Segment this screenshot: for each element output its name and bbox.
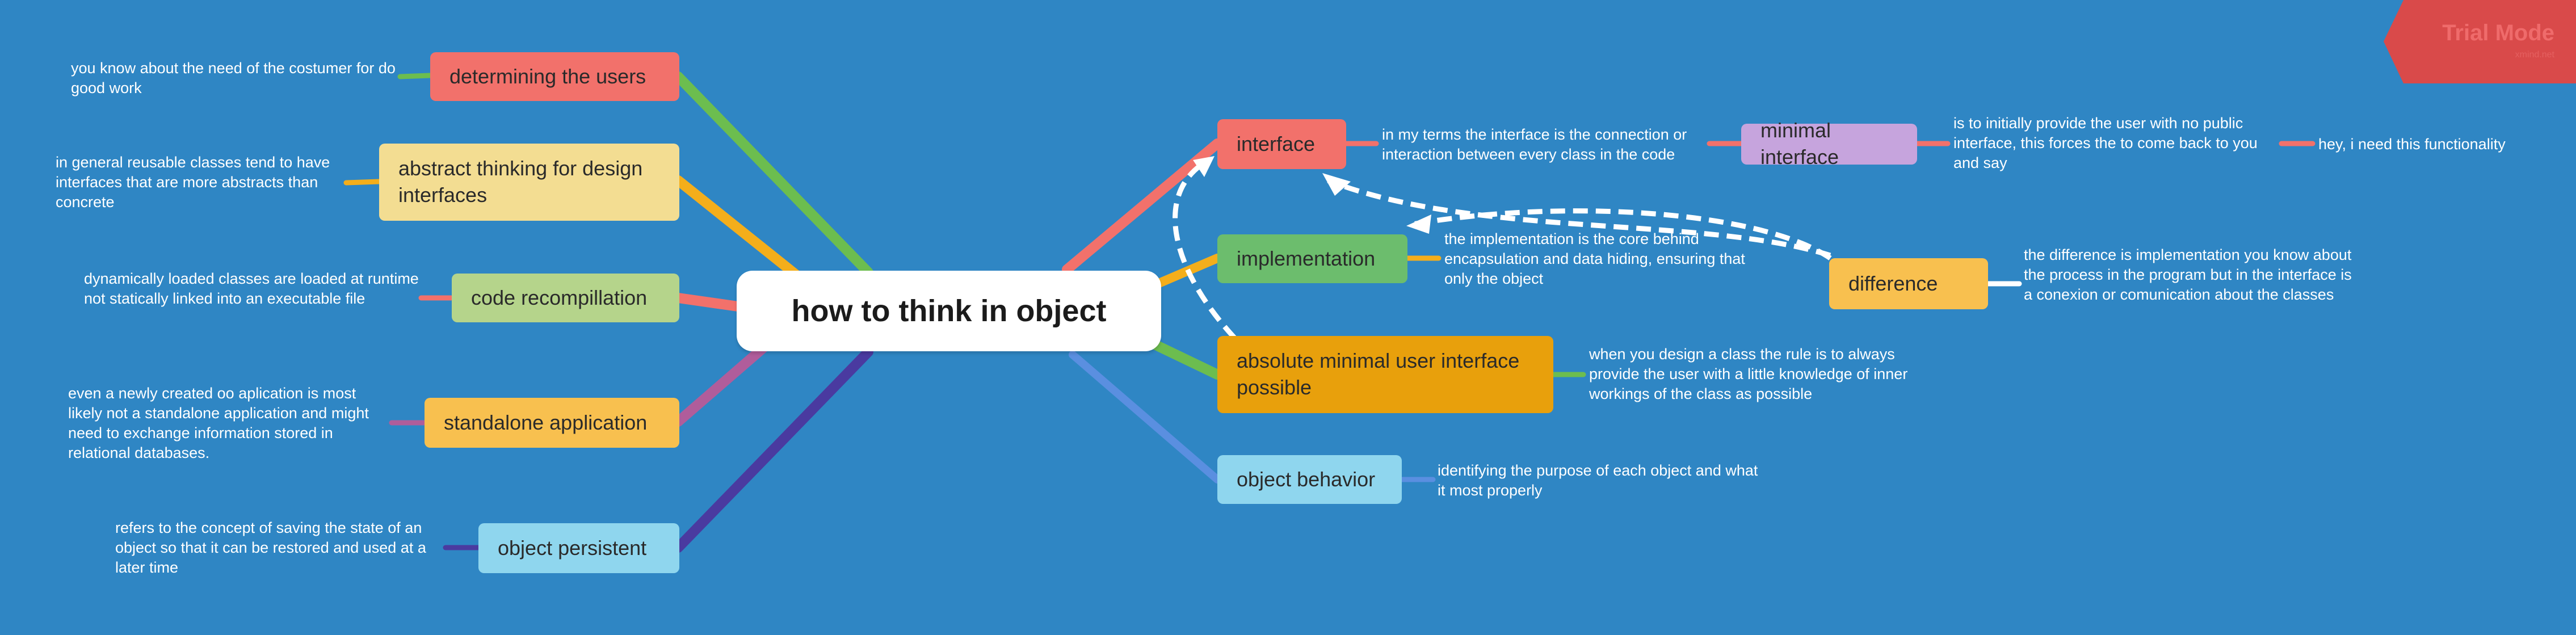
arrowhead-interface bbox=[1322, 173, 1351, 196]
topic-label: object behavior bbox=[1237, 467, 1376, 491]
topic-minimal-interface[interactable]: minimal interface bbox=[1741, 119, 1917, 169]
connector-determining-users bbox=[673, 72, 873, 277]
connector-abstract-thinking bbox=[673, 175, 805, 283]
topic-standalone-application[interactable]: standalone application bbox=[425, 398, 679, 448]
connector-object-persistent bbox=[673, 347, 873, 553]
arrowhead-interface-2 bbox=[1193, 156, 1215, 177]
relationship-arrow-difference-interface bbox=[1327, 178, 1831, 258]
topic-minimal-user-interface[interactable]: absolute minimal user interface possible bbox=[1217, 336, 1553, 413]
topic-label: implementation bbox=[1237, 246, 1376, 270]
note-minimal-user-interface: when you design a class the rule is to a… bbox=[1589, 346, 1908, 403]
topic-difference[interactable]: difference bbox=[1829, 258, 1988, 309]
note-object-persistent: refers to the concept of saving the stat… bbox=[115, 519, 426, 577]
note-implementation: the implementation is the core behind en… bbox=[1444, 230, 1745, 288]
note-determining-users: you know about the need of the costumer … bbox=[71, 60, 396, 97]
topic-label: code recompillation bbox=[471, 285, 648, 309]
central-topic-label: how to think in object bbox=[791, 293, 1107, 328]
arrowhead-implementation bbox=[1406, 215, 1431, 234]
relationship-arrow-difference-implementation bbox=[1413, 208, 1832, 260]
topic-label: object persistent bbox=[498, 536, 647, 560]
topic-interface[interactable]: interface bbox=[1217, 119, 1346, 169]
topic-implementation[interactable]: implementation bbox=[1217, 234, 1407, 283]
note-code-recompillation: dynamically loaded classes are loaded at… bbox=[84, 270, 419, 308]
trial-mode-subtitle: xmind.net bbox=[2515, 50, 2554, 60]
trial-badge-shape bbox=[2384, 0, 2576, 83]
topic-label: determining the users bbox=[449, 64, 646, 88]
note-standalone-application: even a newly created oo aplication is mo… bbox=[68, 385, 369, 462]
trial-mode-title: Trial Mode bbox=[2442, 20, 2554, 45]
connector-minimal-ui bbox=[1141, 335, 1222, 380]
topic-label: minimal interface bbox=[1760, 119, 1839, 169]
central-topic[interactable]: how to think in object bbox=[737, 271, 1161, 351]
note-interface: in my terms the interface is the connect… bbox=[1382, 126, 1687, 163]
note-minimal-interface-tail: hey, i need this functionality bbox=[2318, 136, 2506, 153]
topic-object-behavior[interactable]: object behavior bbox=[1217, 455, 1402, 504]
topic-object-persistent[interactable]: object persistent bbox=[478, 523, 679, 573]
connector-code-recompillation bbox=[673, 293, 743, 312]
connector-object-behavior bbox=[1069, 351, 1221, 483]
relationship-arrow-minimalui-interface bbox=[1173, 159, 1237, 340]
topic-label: abstract thinking for design interfaces bbox=[398, 157, 643, 207]
topic-label: absolute minimal user interface possible bbox=[1237, 349, 1520, 399]
note-abstract-thinking: in general reusable classes tend to have… bbox=[56, 154, 330, 211]
trial-mode-badge: Trial Mode xmind.net bbox=[2384, 0, 2576, 83]
note-minimal-interface: is to initially provide the user with no… bbox=[1953, 115, 2258, 172]
topic-label: standalone application bbox=[444, 410, 648, 434]
note-difference: the difference is implementation you kno… bbox=[2024, 246, 2352, 304]
topic-label: interface bbox=[1237, 132, 1316, 155]
topic-label: difference bbox=[1848, 271, 1938, 295]
topic-code-recompillation[interactable]: code recompillation bbox=[452, 274, 679, 322]
connector-interface bbox=[1062, 138, 1222, 275]
topic-abstract-thinking[interactable]: abstract thinking for design interfaces bbox=[379, 144, 679, 221]
topic-determining-users[interactable]: determining the users bbox=[430, 52, 679, 101]
note-object-behavior: identifying the purpose of each object a… bbox=[1438, 462, 1758, 499]
connector-standalone bbox=[673, 335, 777, 427]
